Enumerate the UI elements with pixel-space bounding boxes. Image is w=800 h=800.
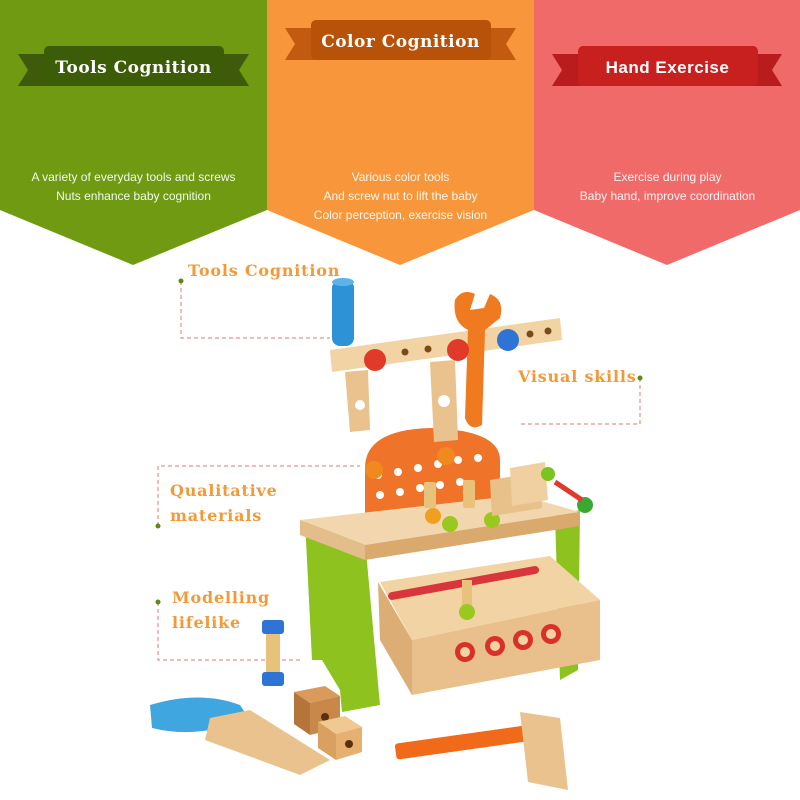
panel-description: Various color tools And screw nut to lif…: [267, 168, 534, 225]
description-line: And screw nut to lift the baby: [323, 189, 478, 203]
callout-dots: [155, 278, 643, 605]
panel-background-orange: [267, 0, 534, 265]
panel-tools-cognition: Tools Cognition A variety of everyday to…: [0, 0, 267, 265]
hammer-handle: [394, 724, 536, 760]
callout-label: Tools Cognition: [188, 261, 341, 280]
ribbon-banner: [18, 46, 249, 86]
drawer-front: [412, 600, 600, 695]
saw-blade: [205, 710, 330, 775]
callout-label: lifelike: [172, 613, 242, 632]
wooden-cube: [318, 716, 362, 734]
callout-visual-skills: Visual skills: [518, 364, 637, 389]
callout-qualitative-materials: Qualitative materials: [170, 478, 278, 528]
ribbon-banner: [552, 46, 782, 86]
orange-bolt: [365, 461, 383, 479]
description-line: Various color tools: [351, 170, 450, 184]
panel-description: Exercise during play Baby hand, improve …: [534, 168, 800, 206]
description-line: Exercise during play: [613, 170, 722, 184]
callout-label: Qualitative: [170, 481, 278, 500]
callout-label: Visual skills: [518, 367, 637, 386]
ribbon-banner: [285, 20, 516, 60]
description-line: Color perception, exercise vision: [313, 208, 488, 222]
drawer-inside: [380, 556, 600, 640]
callout-leader-lines: [157, 281, 641, 661]
orange-bolt: [437, 447, 455, 465]
callout-tools-cognition: Tools Cognition: [188, 258, 340, 283]
description-line: Nuts enhance baby cognition: [56, 189, 211, 203]
wrench: [454, 292, 502, 428]
callout-label: materials: [170, 506, 263, 525]
red-bolt: [447, 339, 469, 361]
panel-color-cognition: Color Cognition Various color tools And …: [267, 0, 534, 265]
blue-peg: [332, 280, 354, 346]
description-line: Baby hand, improve coordination: [579, 189, 756, 203]
panel-description: A variety of everyday tools and screws N…: [0, 168, 267, 206]
loose-bolt: [266, 630, 280, 682]
callout-modelling-lifelike: Modelling lifelike: [172, 585, 270, 635]
red-bolt: [364, 349, 386, 371]
panel-title: Hand Exercise: [605, 58, 730, 77]
panel-title: Tools Cognition: [55, 58, 212, 78]
wooden-cube: [294, 686, 340, 703]
description-line: A variety of everyday tools and screws: [31, 170, 236, 184]
left-leg-panel: [305, 520, 380, 712]
hammer-head: [520, 712, 568, 790]
blue-bolt: [497, 329, 519, 351]
callout-label: Modelling: [172, 588, 271, 607]
panel-hand-exercise: Hand Exercise Exercise during play Baby …: [534, 0, 800, 265]
panel-title: Color Cognition: [321, 32, 480, 52]
